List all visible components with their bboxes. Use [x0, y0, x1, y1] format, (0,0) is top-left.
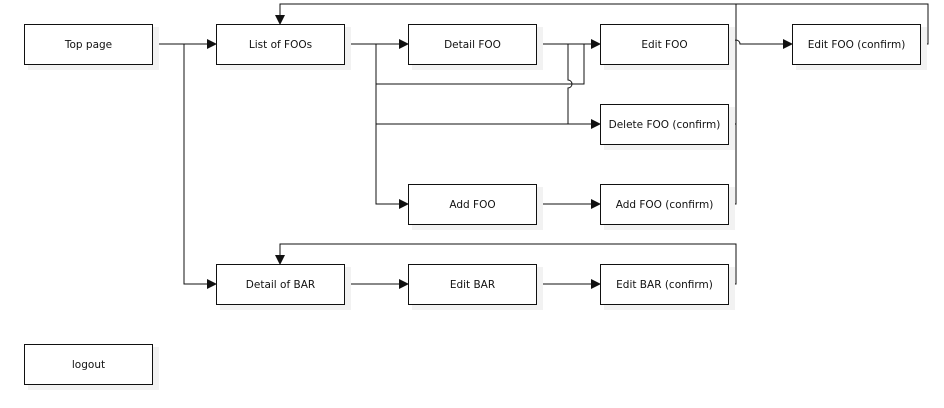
node-label-edit-bar-confirm: Edit BAR (confirm)	[616, 279, 713, 291]
node-list-of-foos: List of FOOs	[216, 24, 351, 70]
edge-list-to-add	[375, 124, 409, 209]
node-label-top-page: Top page	[64, 39, 112, 51]
edge-list-to-edit	[375, 44, 585, 85]
node-delete-foo-confirm: Delete FOO (confirm)	[600, 104, 735, 150]
edge-edit-to-editc	[729, 39, 793, 49]
node-edit-bar: Edit BAR	[408, 264, 543, 310]
node-top-page: Top page	[24, 24, 159, 70]
node-label-logout: logout	[72, 359, 105, 371]
node-add-foo-confirm: Add FOO (confirm)	[600, 184, 735, 230]
node-label-edit-bar: Edit BAR	[450, 279, 495, 291]
node-edit-foo-confirm: Edit FOO (confirm)	[792, 24, 927, 70]
node-detail-of-bar: Detail of BAR	[216, 264, 351, 310]
node-label-add-foo-confirm: Add FOO (confirm)	[616, 199, 714, 211]
node-label-edit-foo: Edit FOO	[641, 39, 687, 51]
node-label-detail-of-bar: Detail of BAR	[246, 279, 315, 291]
node-logout: logout	[24, 344, 159, 390]
node-label-delete-foo-confirm: Delete FOO (confirm)	[609, 119, 721, 131]
node-edit-foo: Edit FOO	[600, 24, 735, 70]
edge-detail-to-delete	[567, 44, 573, 124]
node-edit-bar-confirm: Edit BAR (confirm)	[600, 264, 735, 310]
node-label-detail-foo: Detail FOO	[444, 39, 501, 51]
node-label-edit-foo-confirm: Edit FOO (confirm)	[808, 39, 906, 51]
edge-list-to-delete	[375, 84, 601, 129]
node-detail-foo: Detail FOO	[408, 24, 543, 70]
node-label-add-foo: Add FOO	[449, 199, 495, 211]
node-add-foo: Add FOO	[408, 184, 543, 230]
edge-top-to-bar	[183, 44, 217, 289]
node-label-list-of-foos: List of FOOs	[249, 39, 312, 51]
